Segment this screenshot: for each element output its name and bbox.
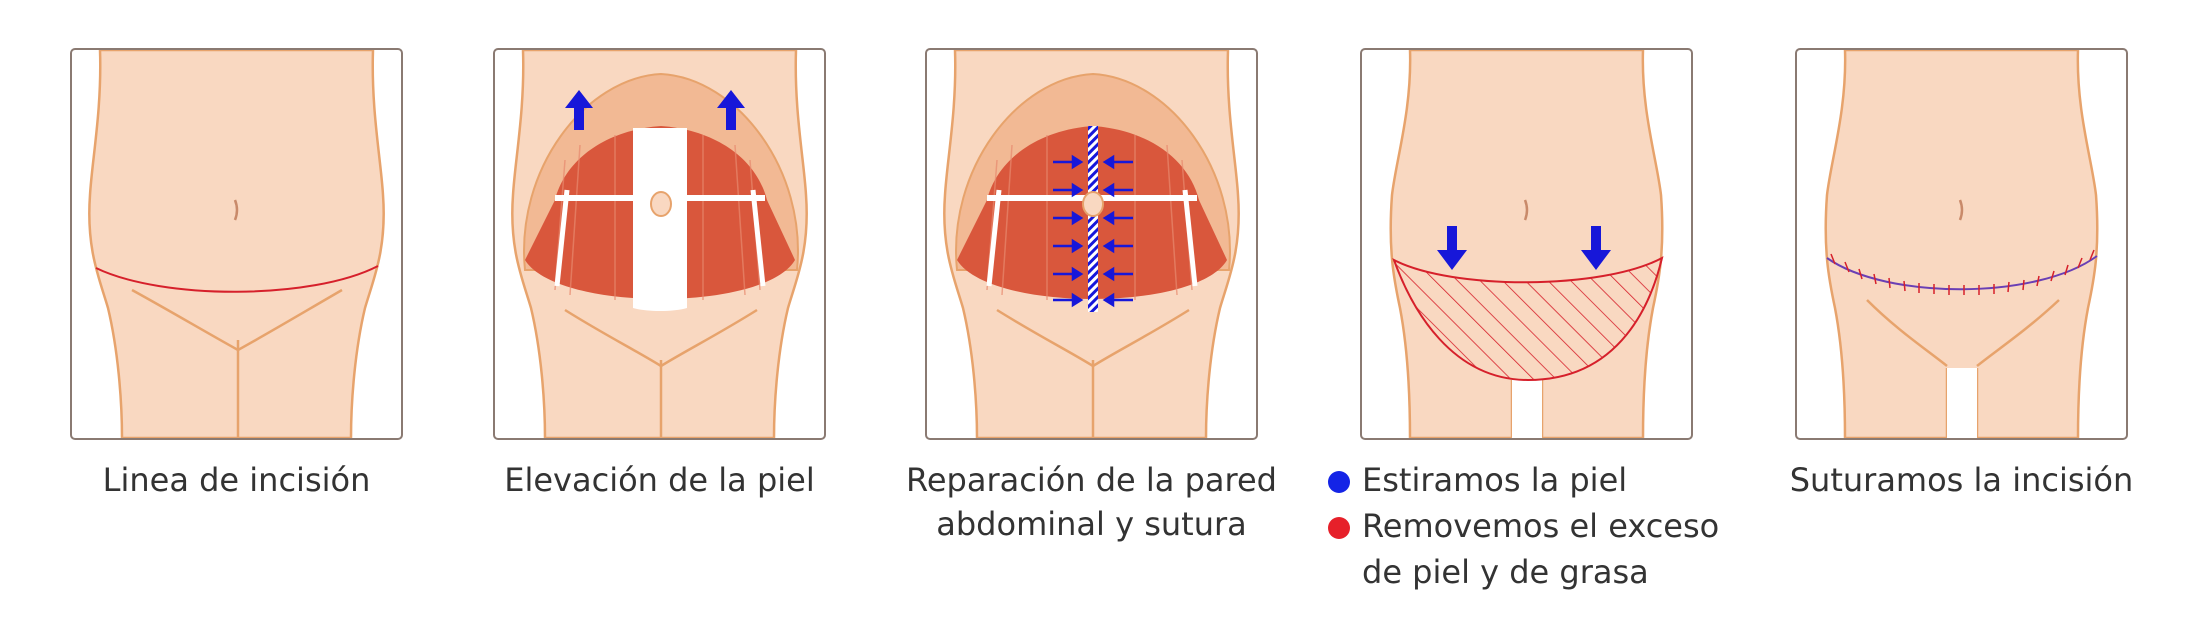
- legend-remove-label-2: de piel y de grasa: [1362, 553, 1649, 591]
- caption-skin-elevation: Elevación de la piel: [504, 461, 815, 499]
- legend-item-remove: Removemos el exceso: [1328, 504, 1719, 548]
- suture-icon: [1824, 50, 2099, 438]
- incision-line-icon: [88, 50, 385, 438]
- caption-incision-line: Linea de incisión: [102, 461, 371, 499]
- wall-repair-icon: [943, 50, 1240, 438]
- legend-stretch-label: Estiramos la piel: [1362, 461, 1628, 499]
- legend-item-stretch: Estiramos la piel: [1328, 458, 1627, 502]
- skin-removal-icon: [1389, 50, 1664, 438]
- blue-dot-icon: [1328, 471, 1350, 493]
- panel-skin-removal: [1360, 48, 1693, 440]
- caption-wall-repair-line-2: abdominal y sutura: [936, 505, 1247, 543]
- legend-remove-label-1: Removemos el exceso: [1362, 507, 1720, 545]
- skin-lift-icon: [511, 50, 808, 438]
- caption-wall-repair: Reparación de la pared abdominal y sutur…: [875, 458, 1308, 546]
- caption-suture: Suturamos la incisión: [1789, 461, 2134, 499]
- panel-skin-elevation: [493, 48, 826, 440]
- panel-suture: [1795, 48, 2128, 440]
- panel-incision-line: [70, 48, 403, 440]
- caption-wall-repair-line-1: Reparación de la pared: [906, 461, 1277, 499]
- legend-item-remove-cont: de piel y de grasa: [1328, 550, 1649, 594]
- panel-wall-repair: [925, 48, 1258, 440]
- red-dot-icon: [1328, 517, 1350, 539]
